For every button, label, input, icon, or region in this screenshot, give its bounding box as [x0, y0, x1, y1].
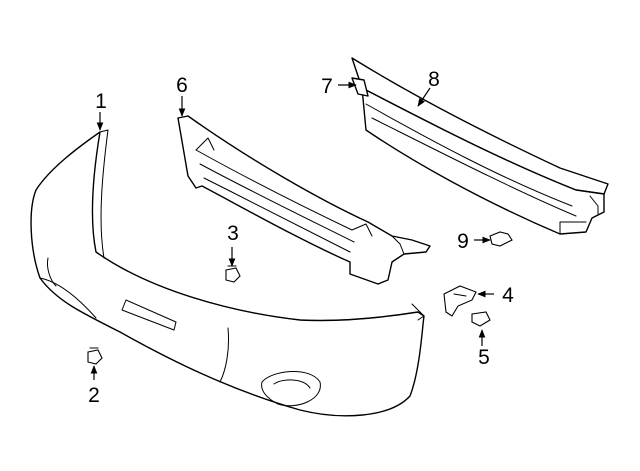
- callout-5: 5: [478, 346, 490, 369]
- energy-absorber: [177, 115, 431, 285]
- callout-2: 2: [88, 384, 100, 407]
- reinforcement-beam: [351, 57, 609, 235]
- leader-lines: [90, 81, 494, 380]
- callout-3: 3: [227, 222, 239, 245]
- leader-8: [417, 87, 431, 107]
- callout-1: 1: [95, 90, 107, 113]
- bolt-9: [489, 231, 513, 247]
- callout-labels: 1 2 3 4 5 6 7 8 9: [88, 68, 514, 407]
- callout-8: 8: [428, 68, 440, 91]
- bolt-5: [471, 311, 491, 327]
- callout-4: 4: [502, 284, 514, 307]
- clip-2: [87, 347, 103, 365]
- callout-6: 6: [176, 74, 188, 97]
- bumper-cover: [30, 129, 425, 417]
- callout-9: 9: [457, 230, 469, 253]
- clip-3: [225, 265, 241, 283]
- callout-7: 7: [321, 75, 333, 98]
- side-bracket-4: [443, 285, 477, 317]
